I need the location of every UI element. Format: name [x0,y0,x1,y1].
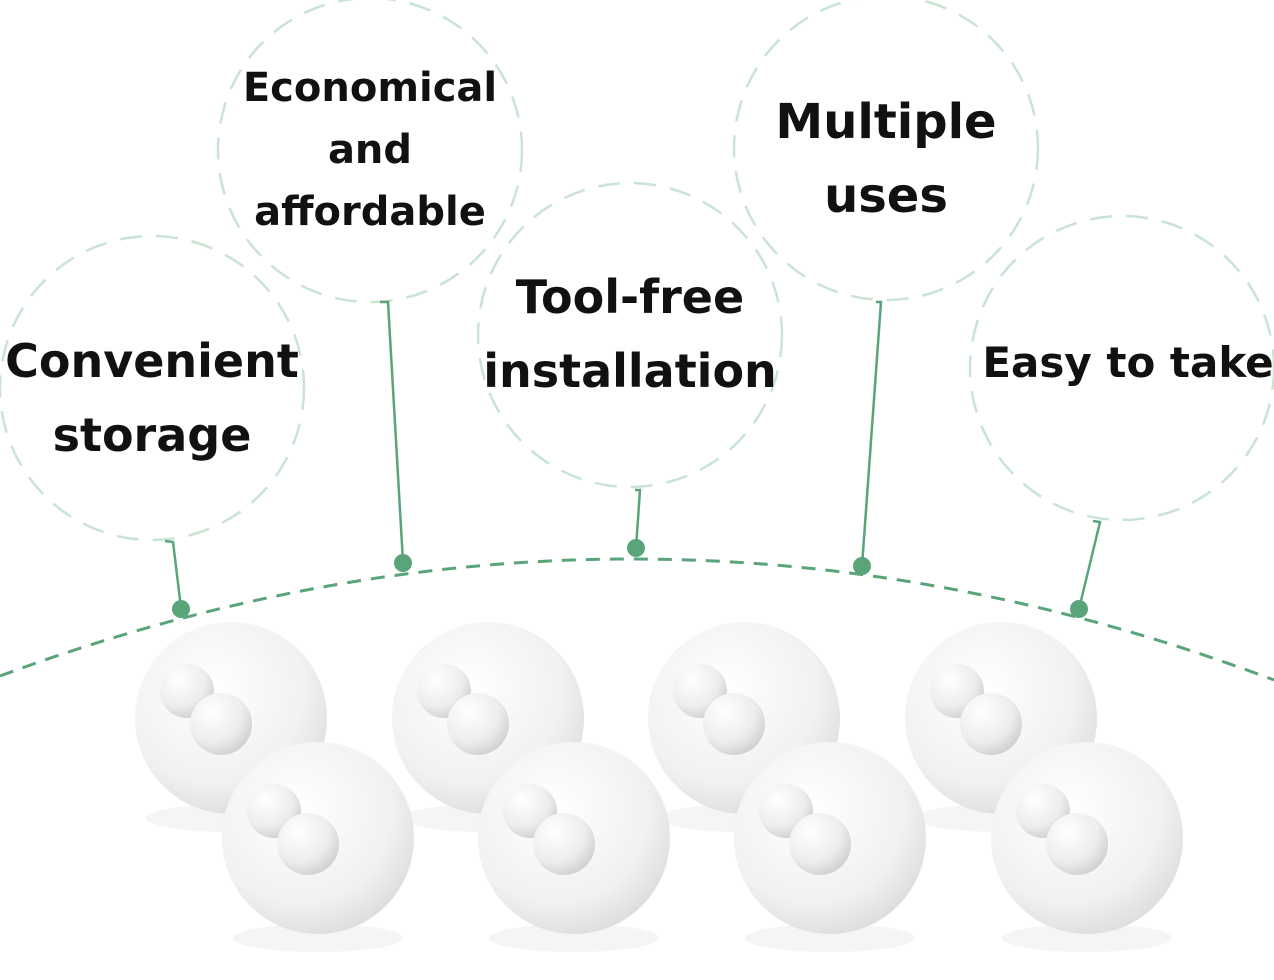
connector-tool-free [634,488,642,549]
hook-7 [991,742,1183,952]
connector-multiple [860,300,883,567]
hook-6 [734,742,926,952]
hook-knob [960,693,1022,755]
hook-knob [789,813,851,875]
arc-dot-tool-free [627,539,645,557]
circle-easy [968,214,1274,522]
circle-multiple [732,0,1040,302]
label-economical: Economical and affordable [242,65,498,235]
hook-knob [1046,813,1108,875]
hook-4 [222,742,414,952]
hook-shadow [1002,924,1172,952]
arc-dot-storage [172,600,190,618]
arc-dot-easy [1070,600,1088,618]
arc-dots [172,539,1088,618]
hook-shadow [745,924,915,952]
circle-economical [216,0,524,304]
hook-knob [277,813,339,875]
hook-knob [703,693,765,755]
feature-circles [0,0,1274,542]
label-storage: Convenient storage [5,334,299,462]
dashed-arc [0,557,1274,682]
hook-knob [533,813,595,875]
arc-dot-multiple [853,557,871,575]
product-hooks [135,622,1183,952]
circle-storage [0,234,306,542]
connector-easy [1077,519,1102,610]
hook-5 [478,742,670,952]
label-easy: Easy to take [982,338,1274,387]
connector-economical [380,300,405,563]
arc-dot-economical [394,554,412,572]
circle-tool-free [476,181,784,489]
label-multiple: Multiple uses [775,94,997,224]
hook-knob [447,693,509,755]
hook-shadow [233,924,403,952]
hook-knob [190,693,252,755]
connector-storage [164,539,183,609]
hook-shadow [489,924,659,952]
connector-lines [164,300,1102,610]
label-tool-free: Tool-free installation [483,270,777,398]
